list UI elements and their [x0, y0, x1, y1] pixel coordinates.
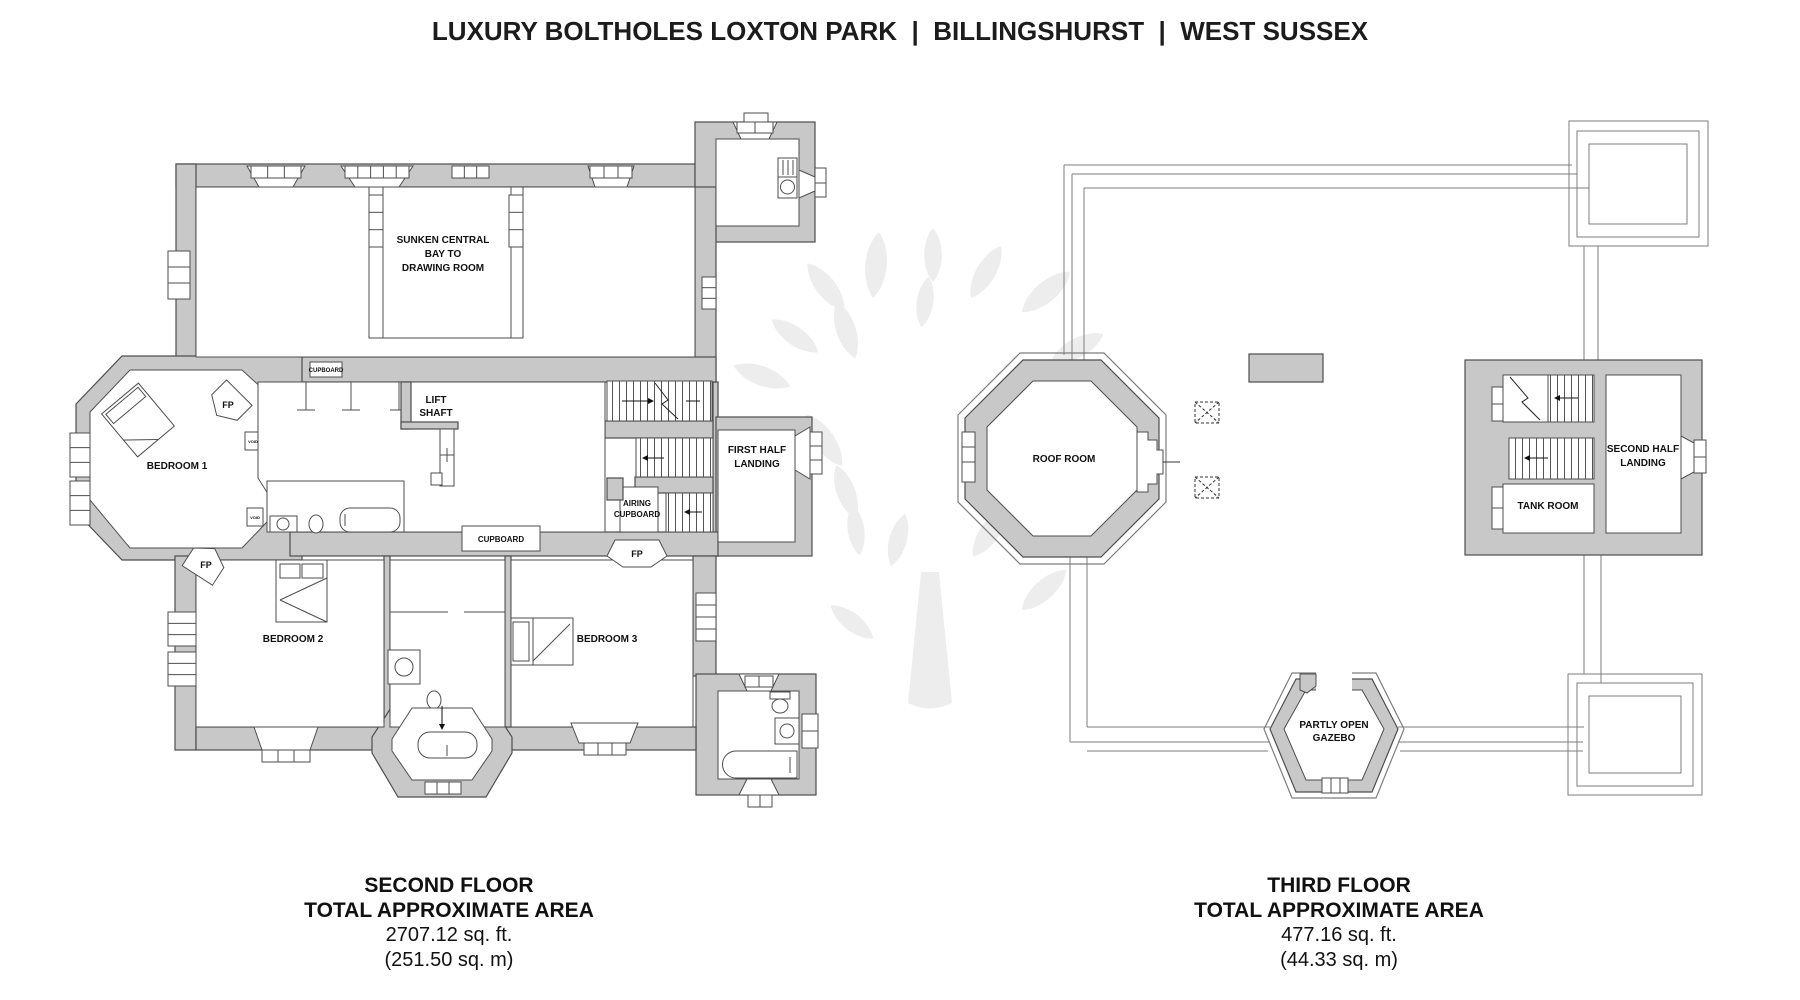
svg-text:FIRST HALF: FIRST HALF	[728, 445, 786, 456]
svg-text:FP: FP	[200, 560, 212, 570]
svg-text:BAY TO: BAY TO	[425, 249, 462, 260]
svg-text:FP: FP	[222, 400, 234, 410]
svg-text:CUPBOARD: CUPBOARD	[309, 368, 344, 374]
svg-text:PARTLY OPEN: PARTLY OPEN	[1299, 720, 1368, 731]
svg-text:LANDING: LANDING	[1620, 458, 1666, 469]
svg-text:DRAWING ROOM: DRAWING ROOM	[402, 263, 484, 274]
svg-text:LIFT: LIFT	[425, 395, 446, 406]
svg-text:FP: FP	[631, 549, 643, 559]
svg-text:BEDROOM 1: BEDROOM 1	[147, 461, 208, 472]
svg-text:BEDROOM 2: BEDROOM 2	[263, 634, 324, 645]
svg-text:CUPBOARD: CUPBOARD	[478, 535, 524, 544]
svg-text:BEDROOM 3: BEDROOM 3	[577, 634, 638, 645]
svg-text:ROOF ROOM: ROOF ROOM	[1033, 454, 1096, 465]
svg-text:SECOND HALF: SECOND HALF	[1607, 444, 1679, 455]
svg-text:LANDING: LANDING	[734, 459, 780, 470]
svg-text:VOID: VOID	[250, 515, 260, 520]
svg-text:VOID: VOID	[248, 439, 258, 444]
svg-text:SUNKEN CENTRAL: SUNKEN CENTRAL	[397, 235, 490, 246]
svg-text:TANK ROOM: TANK ROOM	[1518, 501, 1579, 512]
svg-text:CUPBOARD: CUPBOARD	[614, 510, 660, 519]
svg-text:AIRING: AIRING	[623, 499, 651, 508]
svg-text:GAZEBO: GAZEBO	[1313, 733, 1356, 744]
svg-text:SHAFT: SHAFT	[419, 408, 452, 419]
